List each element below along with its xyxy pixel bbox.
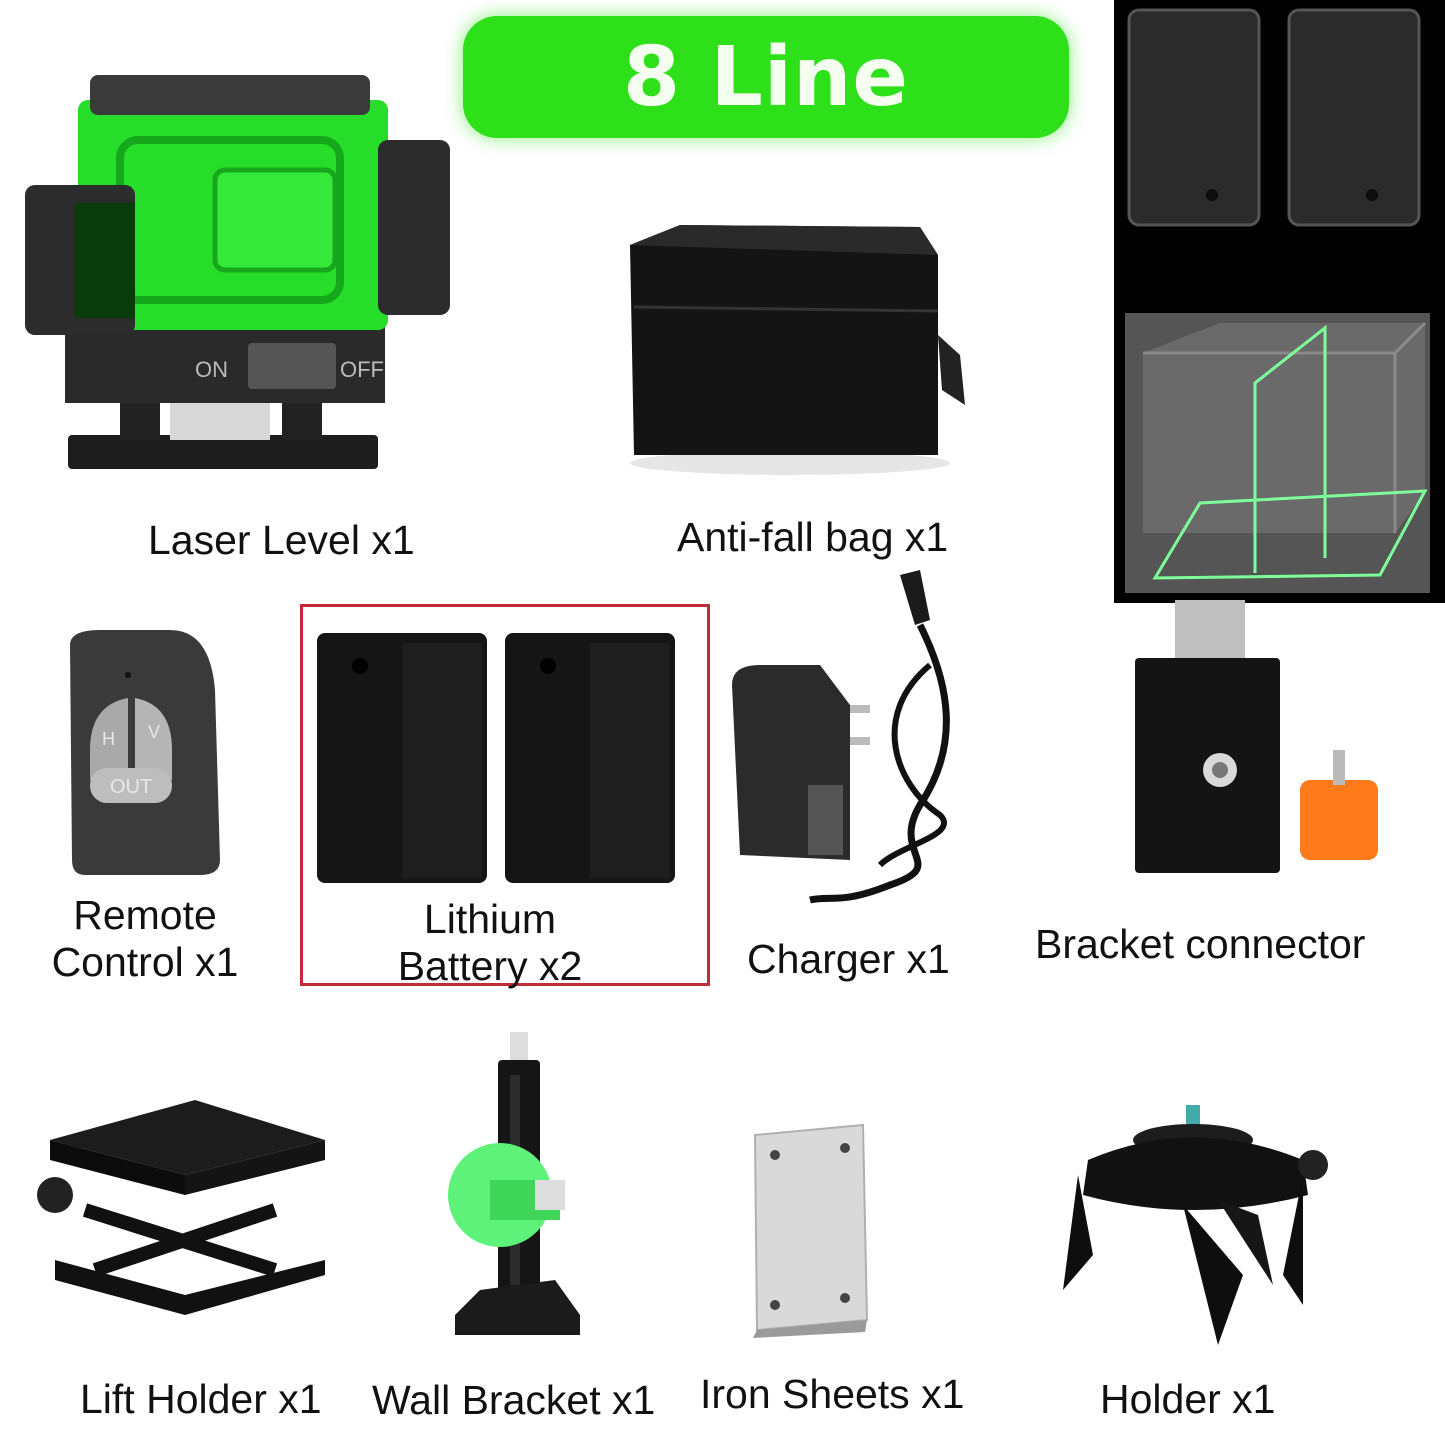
charger-image — [732, 570, 950, 904]
label-lift-holder: Lift Holder x1 — [80, 1376, 322, 1422]
holder-image — [1063, 1105, 1328, 1345]
battery-image — [317, 633, 675, 883]
bracket-connector-image — [1135, 600, 1378, 873]
label-remote: Remote Control x1 — [51, 892, 239, 986]
remote-h-text: H — [102, 729, 115, 749]
iron-sheets-image — [753, 1123, 869, 1338]
remote-v-text: V — [148, 722, 160, 742]
label-iron-sheets: Iron Sheets x1 — [700, 1371, 965, 1417]
label-wall-bracket: Wall Bracket x1 — [372, 1377, 656, 1423]
lift-holder-image — [37, 1100, 325, 1315]
panel-batteries-image — [1127, 8, 1421, 227]
laser-cube-image — [1125, 313, 1430, 593]
wall-bracket-image — [448, 1032, 580, 1335]
label-holder: Holder x1 — [1100, 1376, 1276, 1422]
switch-on-text: ON — [195, 357, 228, 382]
label-bracket-connector: Bracket connector — [1035, 921, 1366, 967]
label-laser-level: Laser Level x1 — [148, 517, 415, 563]
label-battery: Lithium Battery x2 — [397, 896, 583, 990]
remote-out-text: OUT — [110, 776, 152, 798]
laser-level-image: ON OFF — [25, 75, 450, 469]
feature-panel — [1114, 0, 1445, 603]
switch-off-text: OFF — [340, 357, 384, 382]
label-bag: Anti-fall bag x1 — [677, 514, 949, 560]
remote-image: H V OUT — [70, 630, 220, 875]
label-charger: Charger x1 — [747, 936, 950, 982]
highlight-box — [300, 604, 710, 986]
bag-image — [630, 225, 965, 475]
banner-title: 8 Line — [623, 29, 909, 125]
title-banner: 8 Line — [463, 16, 1069, 138]
